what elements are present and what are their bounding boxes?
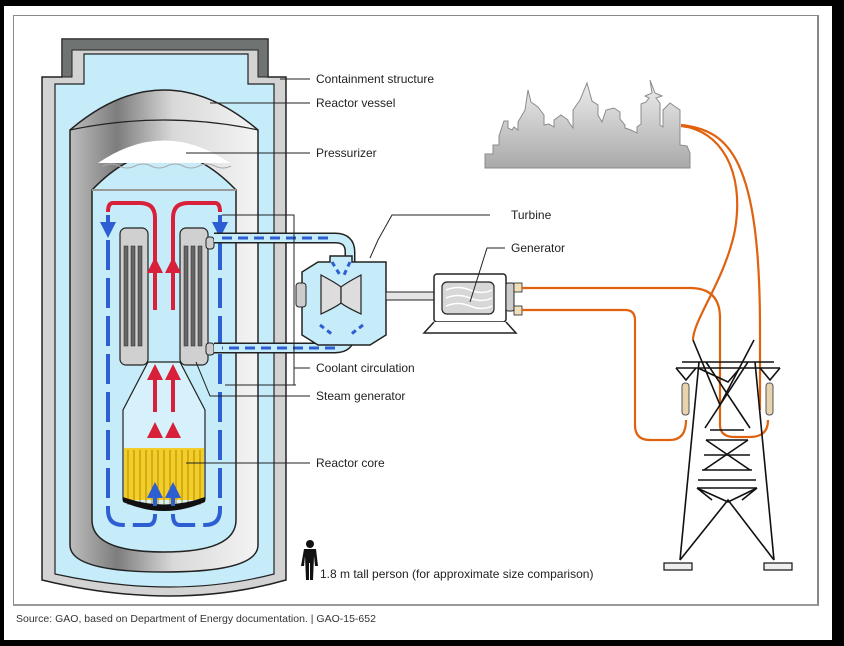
label-reactor-vessel: Reactor vessel [316,96,395,110]
label-reactor-core: Reactor core [316,456,385,470]
label-person-scale: 1.8 m tall person (for approximate size … [320,567,593,581]
steam-generator [119,227,215,366]
city-skyline-icon [484,79,691,169]
person-icon [301,540,318,580]
source-separator: | [310,613,314,625]
label-turbine: Turbine [511,208,552,222]
label-pressurizer: Pressurizer [316,146,377,160]
label-coolant-circulation: Coolant circulation [316,361,415,375]
leader-lines [186,78,505,464]
transmission-tower-icon [663,339,793,571]
generator-icon [422,273,523,334]
turbine-icon [295,255,387,346]
label-generator: Generator [511,241,565,255]
source-note: Source: GAO, based on Department of Ener… [16,613,376,625]
power-lines [522,123,770,442]
label-steam-generator: Steam generator [316,389,405,403]
label-containment-structure: Containment structure [316,72,434,86]
coolant-circulation-flow [100,201,228,527]
report-id: GAO-15-652 [316,613,376,625]
source-text: Source: GAO, based on Department of Ener… [16,613,308,625]
reactor-core [122,361,206,511]
turbine-shaft [385,291,437,301]
